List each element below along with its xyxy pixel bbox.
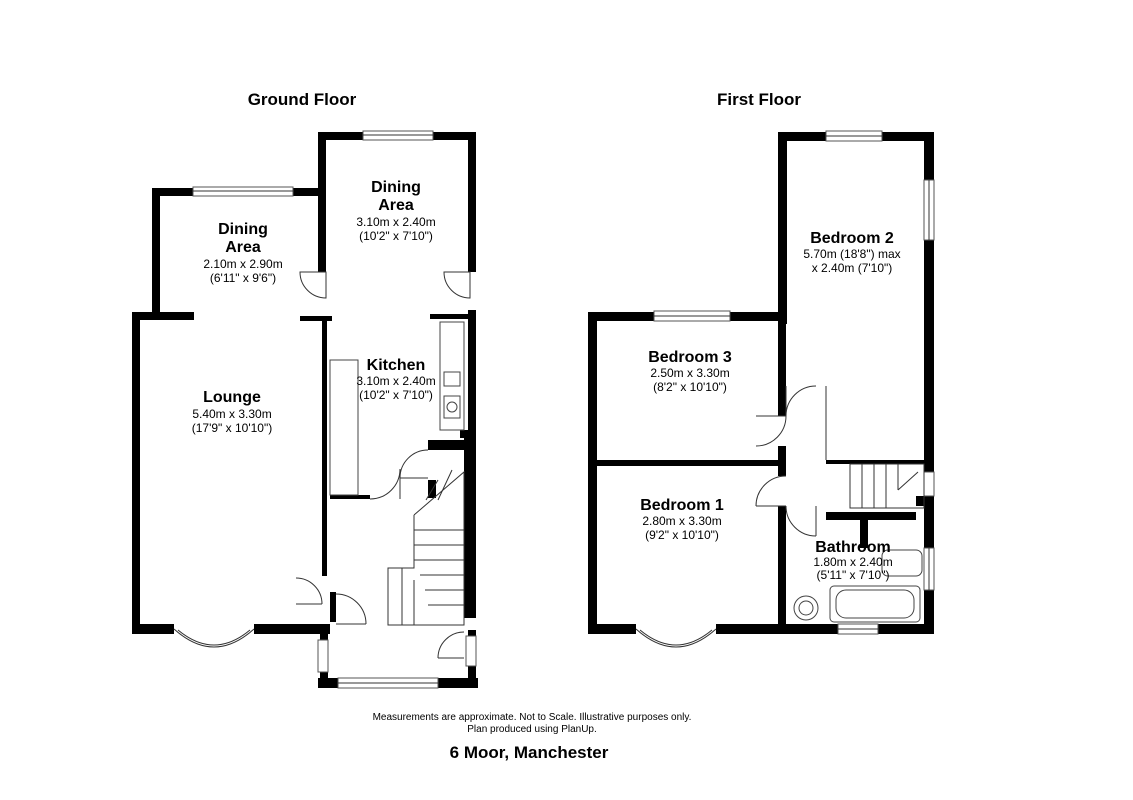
room-dimensions-metric: 2.10m x 2.90m (203, 257, 282, 271)
room-dimensions-imperial: (9'2" x 10'10") (645, 528, 719, 542)
room-name: Bedroom 2 (810, 230, 894, 247)
room-dining-area-left: Dining Area 2.10m x 2.90m (6'11" x 9'6") (203, 221, 282, 285)
room-dimensions-imperial: (5'11" x 7'10") (817, 568, 890, 582)
room-dimensions-metric: 3.10m x 2.40m (356, 374, 435, 388)
room-dining-area-right: Dining Area 3.10m x 2.40m (10'2" x 7'10"… (356, 179, 435, 243)
room-name: Bathroom (815, 539, 891, 556)
room-name: Lounge (203, 389, 261, 406)
ground-floor-plan: Ground Floor (132, 90, 478, 689)
room-dimensions-metric: 2.50m x 3.30m (650, 366, 729, 380)
ground-floor-stairs (387, 469, 465, 626)
room-dimensions-imperial: x 2.40m (7'10") (812, 261, 893, 275)
room-name: Bedroom 1 (640, 497, 724, 514)
room-name: Area (378, 197, 414, 214)
room-bedroom-3: Bedroom 3 2.50m x 3.30m (8'2" x 10'10") (648, 349, 732, 394)
first-floor-stairs (849, 463, 925, 509)
room-lounge: Lounge 5.40m x 3.30m (17'9" x 10'10") (192, 389, 272, 435)
room-dimensions-imperial: (17'9" x 10'10") (192, 421, 272, 435)
room-dimensions-metric: 1.80m x 2.40m (813, 555, 892, 569)
first-floor-plan: First Floor (588, 90, 935, 648)
plan-footer: Measurements are approximate. Not to Sca… (373, 712, 692, 762)
room-dimensions-metric: 5.40m x 3.30m (192, 407, 271, 421)
room-name: Bedroom 3 (648, 349, 732, 366)
room-dimensions-metric: 5.70m (18'8") max (803, 247, 900, 261)
room-name: Dining (218, 221, 268, 238)
property-address: 6 Moor, Manchester (450, 743, 609, 762)
room-name: Kitchen (367, 357, 426, 374)
room-dimensions-metric: 2.80m x 3.30m (642, 514, 721, 528)
room-dimensions-imperial: (10'2" x 7'10") (359, 229, 433, 243)
room-bedroom-1: Bedroom 1 2.80m x 3.30m (9'2" x 10'10") (640, 497, 724, 542)
room-name: Area (225, 239, 261, 256)
ground-floor-windows (173, 130, 477, 689)
room-bathroom: Bathroom 1.80m x 2.40m (5'11" x 7'10") (813, 539, 892, 582)
room-dimensions-imperial: (8'2" x 10'10") (653, 380, 727, 394)
ground-floor-title: Ground Floor (248, 90, 357, 109)
disclaimer-line-2: Plan produced using PlanUp. (467, 724, 597, 735)
room-kitchen: Kitchen 3.10m x 2.40m (10'2" x 7'10") (356, 357, 435, 402)
room-name: Dining (371, 179, 421, 196)
first-floor-title: First Floor (717, 90, 801, 109)
first-floor-doors (755, 385, 827, 537)
bathroom-fixtures (793, 549, 923, 623)
first-floor-windows (635, 130, 935, 648)
room-dimensions-metric: 3.10m x 2.40m (356, 215, 435, 229)
room-dimensions-imperial: (6'11" x 9'6") (210, 271, 276, 285)
room-dimensions-imperial: (10'2" x 7'10") (359, 388, 433, 402)
ground-floor-doors (295, 271, 471, 659)
disclaimer-line-1: Measurements are approximate. Not to Sca… (373, 712, 692, 723)
room-bedroom-2: Bedroom 2 5.70m (18'8") max x 2.40m (7'1… (803, 230, 900, 275)
kitchen-fixtures (329, 321, 465, 496)
